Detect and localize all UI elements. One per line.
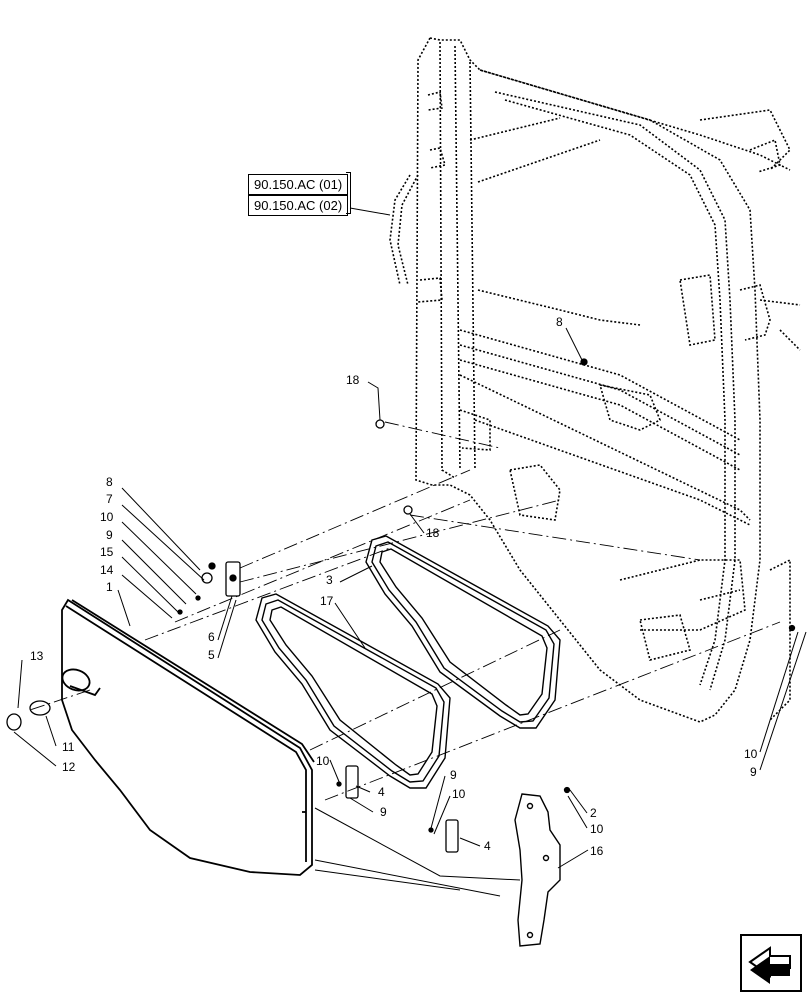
reference-link-01[interactable]: 90.150.AC (01): [248, 174, 349, 195]
callout-9: 9: [106, 528, 113, 542]
callout-10: 10: [100, 510, 114, 524]
callout-11: 11: [62, 740, 75, 754]
callout-18: 18: [426, 526, 440, 540]
window-seal-17: [255, 593, 451, 789]
callout-8: 8: [106, 475, 113, 489]
reference-link-02[interactable]: 90.150.AC (02): [248, 195, 349, 216]
assembly-lines: [29, 421, 781, 801]
navigation-button[interactable]: [740, 934, 802, 992]
callout-3: 3: [326, 573, 333, 587]
callout-15: 15: [100, 545, 114, 559]
callout-4-right: 4: [484, 839, 491, 853]
cab-frame: [389, 37, 801, 723]
callout-2: 2: [590, 806, 597, 820]
callout-10-edge: 10: [744, 747, 758, 761]
callout-8-top: 8: [556, 315, 563, 329]
callouts: 8 18 8 7 10 9 15 14 1 3 17 18 6 5 13 11 …: [30, 315, 758, 858]
callout-12: 12: [62, 760, 76, 774]
callout-4-left: 4: [378, 785, 385, 799]
leader-lines: [13, 207, 807, 897]
hardware: [6, 358, 796, 853]
callout-9-mid: 9: [450, 768, 457, 782]
arrow-navigation-icon: [748, 946, 791, 984]
hinge-bracket: [514, 793, 561, 947]
callout-5: 5: [208, 648, 215, 662]
callout-7: 7: [106, 492, 113, 506]
callout-18-top: 18: [346, 373, 360, 387]
callout-1: 1: [106, 580, 113, 594]
reference-bracket: [346, 172, 351, 214]
callout-9-edge: 9: [750, 765, 757, 779]
callout-16: 16: [590, 844, 604, 858]
callout-17: 17: [320, 594, 334, 608]
callout-10-mid: 10: [452, 787, 466, 801]
callout-9-lower: 9: [380, 805, 387, 819]
callout-14: 14: [100, 563, 114, 577]
door-panel: [61, 598, 315, 876]
callout-10-lower: 10: [316, 754, 330, 768]
callout-10-right: 10: [590, 822, 604, 836]
callout-13: 13: [30, 649, 44, 663]
callout-6: 6: [208, 630, 215, 644]
window-seal-3: [365, 535, 561, 729]
